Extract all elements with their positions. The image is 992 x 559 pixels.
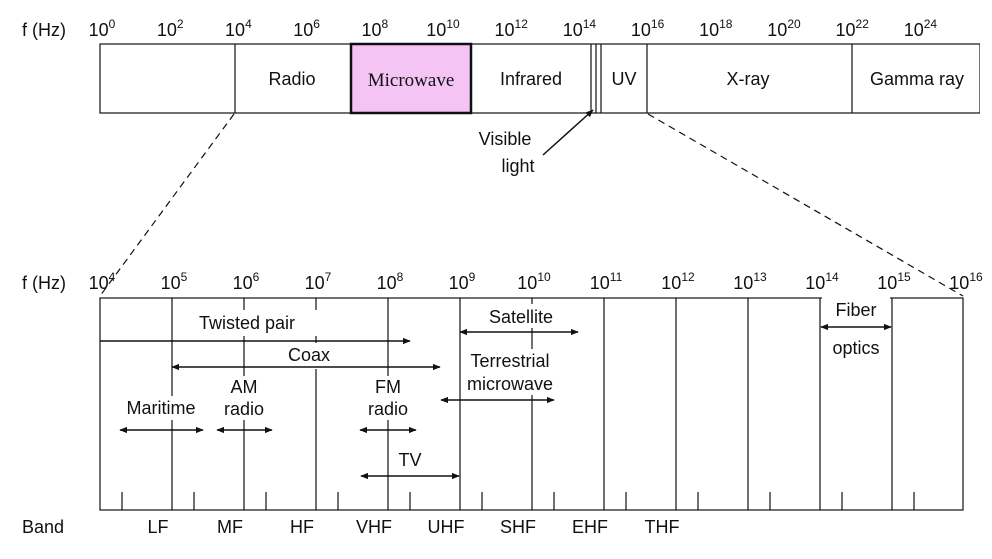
top_axis-tick-label: 1024	[904, 17, 938, 40]
visible-light-label-line2: light	[501, 156, 534, 176]
media-am-radio-line2: radio	[224, 399, 264, 419]
top_axis-tick-label: 1014	[563, 17, 597, 40]
top-axis-tick-labels: 100 102 104 106 108 1010 1012 1014 1016 1018 1020 1…	[89, 17, 938, 40]
top_axis-tick-label: 1012	[495, 17, 529, 40]
band-name-lf: LF	[147, 517, 168, 537]
bottom_axis-tick-label: 105	[161, 270, 188, 293]
zoom-guide-right	[647, 113, 964, 297]
bottom_axis-tick-label: 107	[305, 270, 332, 293]
bottom_axis-tick-label: 1016	[949, 270, 983, 293]
top_axis-tick-label: 1022	[836, 17, 870, 40]
bottom_axis-tick-label: 1011	[590, 270, 623, 293]
region-x-ray: X-ray	[726, 69, 769, 89]
bottom_axis-tick-label: 106	[233, 270, 260, 293]
media-maritime: Maritime	[126, 398, 195, 418]
band-name-hf: HF	[290, 517, 314, 537]
region-infrared: Infrared	[500, 69, 562, 89]
band-name-ehf: EHF	[572, 517, 608, 537]
band-names: LF MF HF VHF UHF SHF EHF THF	[147, 517, 679, 537]
bottom_axis-tick-label: 104	[89, 270, 116, 293]
media-twisted-pair: Twisted pair	[199, 313, 295, 333]
band-row-label: Band	[22, 517, 64, 537]
spectrum-dividers	[234, 44, 853, 113]
region-uv: UV	[611, 69, 636, 89]
top_axis-tick-label: 102	[157, 17, 184, 40]
band-name-uhf: UHF	[428, 517, 465, 537]
region-gamma-ray: Gamma ray	[870, 69, 964, 89]
visible-light-arrow	[542, 109, 594, 156]
media-fm-radio-line2: radio	[368, 399, 408, 419]
zoom-guide-left	[99, 113, 235, 297]
top_axis-tick-label: 1010	[426, 17, 460, 40]
top-axis-unit-label: f (Hz)	[22, 20, 66, 40]
bottom_axis-tick-label: 1014	[805, 270, 839, 293]
region-radio: Radio	[268, 69, 315, 89]
media-fiber-line2: optics	[832, 338, 879, 358]
bottom_axis-tick-label: 1015	[877, 270, 911, 293]
top_axis-tick-label: 1018	[699, 17, 733, 40]
top_axis-tick-label: 104	[225, 17, 252, 40]
bottom-axis-tick-labels: 104 105 106 107 108 109 1010 1011 1012 1013 1014 10…	[89, 270, 983, 293]
microwave-highlight	[349, 42, 473, 115]
media-fm-radio-line1: FM	[375, 377, 401, 397]
band-name-vhf: VHF	[356, 517, 392, 537]
bottom_axis-tick-label: 1012	[661, 270, 695, 293]
bottom_axis-tick-label: 109	[449, 270, 476, 293]
bottom_axis-tick-label: 1010	[517, 270, 551, 293]
media-am-radio-line1: AM	[231, 377, 258, 397]
band-tick-marks	[121, 492, 915, 510]
top_axis-tick-label: 100	[89, 17, 116, 40]
media-satellite: Satellite	[489, 307, 553, 327]
media-terrestrial-line2: microwave	[467, 374, 553, 394]
media-tv: TV	[398, 450, 421, 470]
band-name-mf: MF	[217, 517, 243, 537]
media-terrestrial-line1: Terrestrial	[470, 351, 549, 371]
media-fiber-line1: Fiber	[835, 300, 876, 320]
media-coax: Coax	[288, 345, 330, 365]
bottom-axis-unit-label: f (Hz)	[22, 273, 66, 293]
top_axis-tick-label: 1020	[767, 17, 801, 40]
region-microwave: Microwave	[368, 70, 455, 91]
visible-light-label-line1: Visible	[479, 129, 532, 149]
top_axis-tick-label: 1016	[631, 17, 665, 40]
band-name-shf: SHF	[500, 517, 536, 537]
top_axis-tick-label: 106	[293, 17, 320, 40]
band-name-thf: THF	[645, 517, 680, 537]
top_axis-tick-label: 108	[361, 17, 388, 40]
bottom_axis-tick-label: 108	[377, 270, 404, 293]
bottom_axis-tick-label: 1013	[733, 270, 767, 293]
